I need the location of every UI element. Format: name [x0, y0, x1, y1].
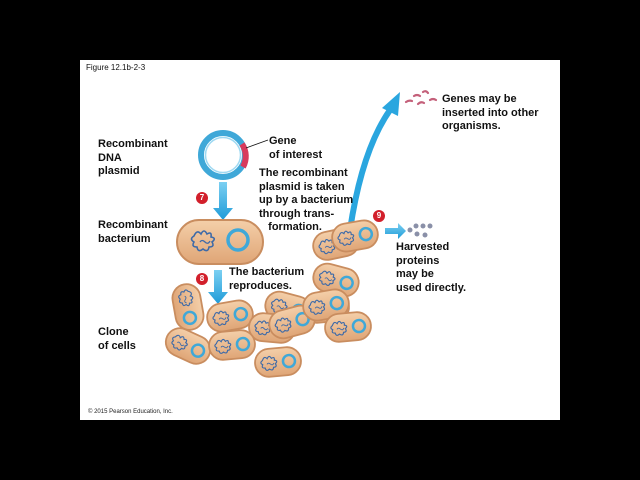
clone-cells	[164, 283, 350, 378]
harvested-proteins-label: Harvested proteins may be used directly.	[396, 241, 467, 294]
plasmid-ring	[198, 130, 248, 180]
step-8-arrow	[208, 270, 228, 304]
clone-of-cells-label: Clone of cells	[98, 326, 136, 352]
recombinant-bacterium-cell	[176, 219, 264, 265]
figure-slide: Figure 12.1b-2-3	[80, 60, 560, 420]
step-7-arrow	[213, 182, 233, 220]
genes-inserted-label: Genes may be inserted into other organis…	[442, 93, 539, 132]
insertion-arrow-head	[382, 92, 400, 116]
diagram-art	[164, 90, 438, 378]
right-cell-cluster	[302, 219, 379, 343]
insertion-arrow-shaft	[347, 108, 393, 231]
gene-segment	[239, 142, 249, 169]
step-7-badge: 7	[196, 192, 208, 204]
figure-label: Figure 12.1b-2-3	[86, 63, 146, 72]
copyright-text: © 2015 Pearson Education, Inc.	[88, 409, 173, 415]
step-9-arrow	[385, 223, 406, 239]
recombinant-bacterium-label: Recombinant bacterium	[98, 219, 168, 245]
uptake-label: The recombinant plasmid is taken up by a…	[259, 167, 354, 233]
step-9-badge: 9	[373, 210, 385, 222]
protein-dots	[407, 223, 433, 238]
gene-pointer-line	[245, 139, 269, 149]
recombinant-plasmid-label: Recombinant DNA plasmid	[98, 138, 168, 177]
reproduces-label: The bacterium reproduces.	[229, 266, 305, 292]
step-8-badge: 8	[196, 273, 208, 285]
gene-of-interest-label: Gene of interest	[269, 135, 323, 161]
gene-fragments	[404, 90, 438, 106]
